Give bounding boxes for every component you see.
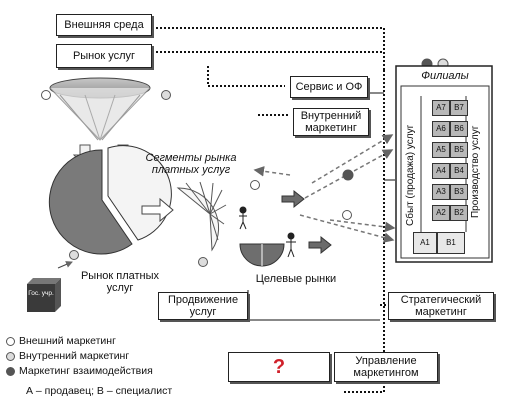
external-env-box: Внешняя среда	[56, 14, 152, 36]
cell-a6: A6	[432, 121, 450, 137]
promotion-box: Продвижение услуг	[158, 292, 248, 320]
legend-note: А – продавец; В – специалист	[26, 385, 173, 397]
cell-a1: A1	[413, 232, 437, 254]
segments-fan	[176, 181, 227, 252]
legend-dot-external	[6, 336, 15, 346]
paid-services-market-label: Рынок платных услуг	[80, 270, 160, 294]
cube-arrow	[57, 261, 73, 269]
legend-external-text: Внешний маркетинг	[19, 335, 116, 347]
question-mark: ?	[272, 356, 286, 378]
cell-b6: B6	[450, 121, 468, 137]
legend-internal: Внутренний маркетинг	[6, 350, 129, 362]
services-market-box: Рынок услуг	[56, 44, 152, 68]
marketing-management-box: Управление маркетингом	[334, 352, 438, 382]
segments-label: Сегменты рынка платных услуг	[145, 152, 237, 176]
cell-b7: B7	[450, 100, 468, 116]
legend-interaction-text: Маркетинг взаимодействия	[19, 365, 153, 377]
solid-connectors	[247, 92, 395, 321]
cell-a7: A7	[432, 100, 450, 116]
cell-b2: B2	[450, 205, 468, 221]
branches-title: Филиалы	[421, 70, 469, 82]
dashed-arrows	[253, 134, 396, 243]
legend-dot-interaction	[6, 366, 15, 376]
cell-b3: B3	[450, 184, 468, 200]
question-box: ?	[228, 352, 330, 382]
legend-internal-text: Внутренний маркетинг	[19, 350, 130, 362]
gov-cube	[27, 278, 61, 312]
cell-b5: B5	[450, 142, 468, 158]
dotted-connectors	[152, 27, 388, 393]
strategic-marketing-box: Стратегический маркетинг	[388, 292, 494, 320]
cell-b1: B1	[437, 232, 465, 254]
market-funnel	[49, 77, 151, 141]
cell-a2: A2	[432, 205, 450, 221]
gov-box-label: Гос. учр.	[28, 290, 54, 297]
service-of-box: Сервис и ОФ	[290, 76, 368, 98]
cell-a4: A4	[432, 163, 450, 179]
to-segments-arrow	[141, 197, 174, 223]
target-markets-label: Целевые рынки	[255, 273, 337, 285]
internal-marketing-box: Внутренний маркетинг	[293, 108, 369, 136]
market-pie	[48, 145, 172, 255]
production-label: Производство услуг	[470, 125, 481, 218]
person-figures	[239, 206, 296, 258]
cell-a3: A3	[432, 184, 450, 200]
legend-interaction: Маркетинг взаимодействия	[6, 365, 153, 377]
target-half-circle	[239, 243, 285, 267]
legend-dot-internal	[6, 351, 15, 361]
cell-a5: A5	[432, 142, 450, 158]
block-arrows	[281, 189, 332, 255]
cell-b4: B4	[450, 163, 468, 179]
legend-external: Внешний маркетинг	[6, 335, 116, 347]
sales-label: Сбыт (продажа) услуг	[405, 124, 416, 226]
